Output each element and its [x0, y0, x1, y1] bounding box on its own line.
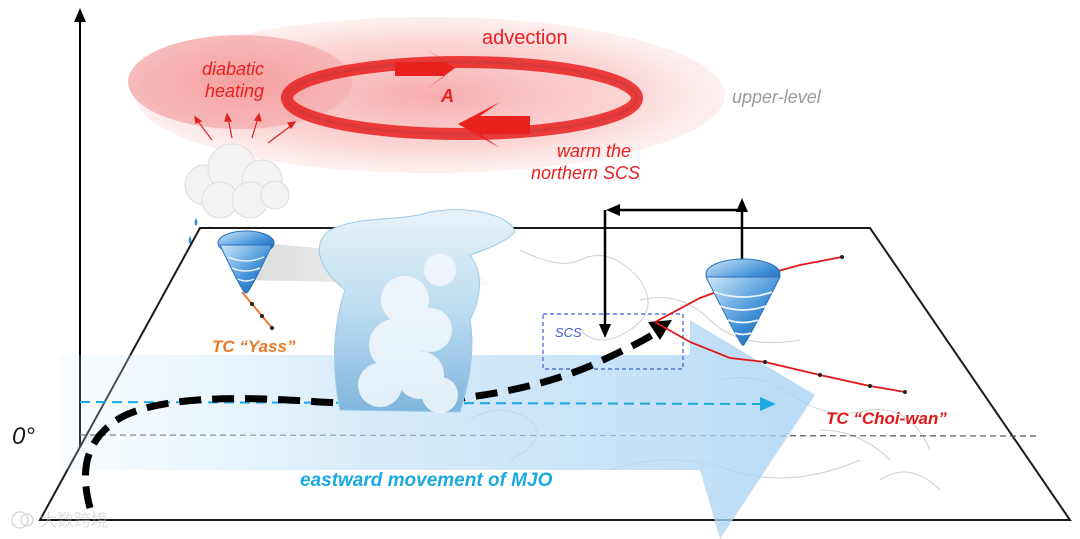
tc-yass-label: TC “Yass” [212, 337, 296, 356]
rain-cloud-icon [184, 143, 290, 284]
typhoon-icon-choiwan [705, 258, 781, 346]
typhoon-icon-yass [217, 230, 275, 294]
convective-cloud-icon [318, 209, 516, 413]
tc-yass-track [241, 291, 274, 330]
equator-label: 0° [12, 423, 35, 450]
advection-loop [281, 48, 643, 148]
mjo-track [81, 327, 662, 509]
upper-level-label: upper-level [732, 87, 822, 107]
diabatic-label-line2: heating [205, 81, 264, 101]
mjo-movement-label: eastward movement of MJO [300, 470, 553, 491]
diabatic-label-line1: diabatic [202, 59, 264, 79]
watermark: 大数跨境 [11, 511, 108, 530]
scs-label: SCS [555, 325, 582, 340]
circulation-arrows [599, 198, 748, 338]
advection-label: advection [482, 27, 568, 49]
warm-label-line2: northern SCS [531, 163, 640, 183]
anticyclone-label: A [440, 86, 454, 106]
mjo-track-head [648, 320, 672, 340]
tc-choiwan-label: TC “Choi-wan” [826, 409, 947, 428]
warm-label-line1: warm the [557, 141, 631, 161]
scs-box [542, 313, 684, 370]
watermark-text: 大数跨境 [40, 511, 108, 530]
tc-choiwan-points [763, 255, 907, 394]
heating-arrows [194, 112, 297, 144]
